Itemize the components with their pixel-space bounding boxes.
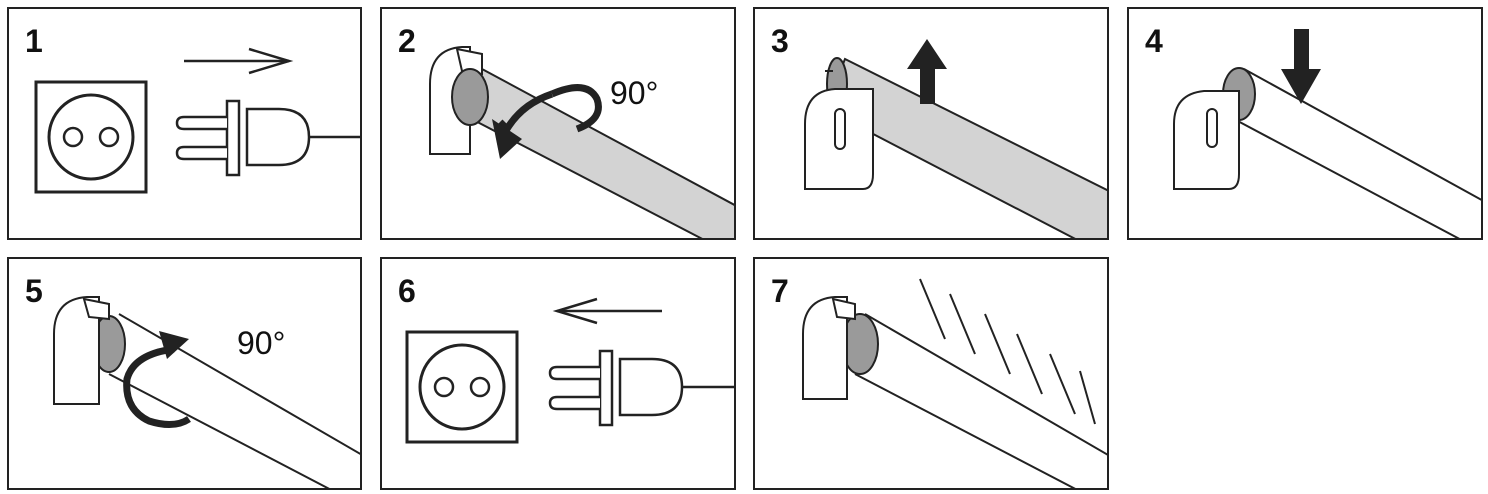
plug-icon — [175, 99, 360, 177]
arrow-right-icon — [184, 47, 294, 75]
socket-icon — [405, 330, 519, 444]
step-1-illustration — [34, 47, 360, 194]
step-2-illustration — [429, 46, 734, 238]
step-number: 4 — [1145, 23, 1163, 59]
step-4-panel: 4 — [1127, 7, 1483, 240]
lamp-holder-icon — [1173, 90, 1240, 190]
light-rays-icon — [919, 278, 1096, 425]
step-number: 1 — [25, 23, 43, 59]
step-7-illustration — [802, 278, 1107, 488]
step-number: 7 — [771, 273, 789, 309]
lamp-holder-icon — [53, 296, 110, 405]
lamp-holder-icon — [804, 88, 874, 190]
arrow-down-icon — [1281, 29, 1321, 104]
lamp-holder-icon — [802, 296, 856, 400]
step-number: 2 — [398, 23, 416, 59]
step-7-panel: 7 — [753, 257, 1109, 490]
rotation-angle-label: 90° — [610, 75, 659, 111]
plug-icon — [548, 349, 734, 427]
step-5-illustration — [53, 296, 360, 488]
step-1-panel: 1 — [7, 7, 362, 240]
step-6-panel: 6 — [380, 257, 736, 490]
arrow-left-icon — [552, 297, 662, 325]
step-2-panel: 90° 2 — [380, 7, 736, 240]
step-number: 6 — [398, 273, 416, 309]
tube-icon — [841, 313, 1107, 488]
step-3-panel: 3 — [753, 7, 1109, 240]
arrow-up-icon — [907, 39, 947, 104]
step-4-illustration — [1173, 29, 1481, 238]
rotate-arrow-icon — [492, 84, 602, 159]
step-3-illustration — [804, 39, 1107, 238]
lamp-holder-icon — [429, 46, 489, 155]
rotate-arrow-icon — [123, 331, 191, 428]
socket-icon — [34, 80, 148, 194]
step-5-panel: 90° 5 — [7, 257, 362, 490]
step-number: 3 — [771, 23, 789, 59]
rotation-angle-label: 90° — [237, 325, 286, 361]
step-number: 5 — [25, 273, 43, 309]
tube-icon — [1222, 67, 1481, 238]
step-6-illustration — [405, 297, 734, 444]
